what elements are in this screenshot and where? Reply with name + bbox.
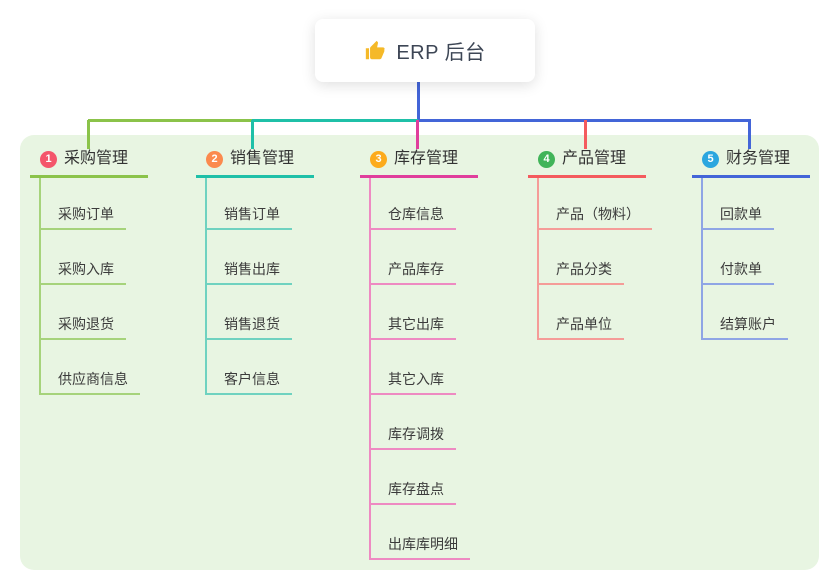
branch-title: 采购管理 bbox=[64, 150, 129, 167]
drop-connector-branch5 bbox=[748, 120, 751, 149]
child-node[interactable]: 库存调拨 bbox=[369, 427, 456, 450]
branch-title: 财务管理 bbox=[726, 150, 791, 167]
drop-connector-branch1 bbox=[87, 120, 90, 149]
child-node[interactable]: 产品（物料） bbox=[537, 207, 652, 230]
branch-badge: 3 bbox=[370, 150, 387, 168]
branch-title: 产品管理 bbox=[562, 150, 627, 167]
child-node[interactable]: 结算账户 bbox=[701, 317, 788, 340]
child-node[interactable]: 供应商信息 bbox=[39, 372, 140, 395]
child-node[interactable]: 其它入库 bbox=[369, 372, 456, 395]
branch-trunk-connector bbox=[537, 176, 539, 340]
branch-header-purchase[interactable]: 1 采购管理 bbox=[30, 149, 148, 178]
child-node[interactable]: 采购退货 bbox=[39, 317, 126, 340]
child-node[interactable]: 其它出库 bbox=[369, 317, 456, 340]
child-node[interactable]: 采购订单 bbox=[39, 207, 126, 230]
branch-badge: 4 bbox=[538, 150, 555, 168]
branch-badge: 1 bbox=[40, 150, 57, 168]
child-node[interactable]: 销售出库 bbox=[205, 262, 292, 285]
child-node[interactable]: 采购入库 bbox=[39, 262, 126, 285]
root-stem-connector bbox=[417, 82, 420, 120]
branch-trunk-connector bbox=[39, 176, 41, 395]
bus-segment-branch2 bbox=[252, 119, 419, 122]
branch-header-sales[interactable]: 2 销售管理 bbox=[196, 149, 314, 178]
child-node[interactable]: 回款单 bbox=[701, 207, 774, 230]
child-node[interactable]: 产品单位 bbox=[537, 317, 624, 340]
branch-title: 库存管理 bbox=[394, 150, 459, 167]
root-label: ERP 后台 bbox=[396, 42, 486, 64]
child-node[interactable]: 出库库明细 bbox=[369, 537, 470, 560]
child-node[interactable]: 产品库存 bbox=[369, 262, 456, 285]
child-node[interactable]: 付款单 bbox=[701, 262, 774, 285]
branch-badge: 2 bbox=[206, 150, 223, 168]
branch-header-product[interactable]: 4 产品管理 bbox=[528, 149, 646, 178]
child-node[interactable]: 销售订单 bbox=[205, 207, 292, 230]
branch-trunk-connector bbox=[205, 176, 207, 395]
branch-header-finance[interactable]: 5 财务管理 bbox=[692, 149, 810, 178]
mindmap-canvas bbox=[20, 135, 819, 570]
bus-segment-branch1 bbox=[88, 119, 253, 122]
child-node[interactable]: 销售退货 bbox=[205, 317, 292, 340]
drop-connector-branch4 bbox=[584, 120, 587, 149]
child-node[interactable]: 客户信息 bbox=[205, 372, 292, 395]
branch-trunk-connector bbox=[701, 176, 703, 340]
child-node[interactable]: 仓库信息 bbox=[369, 207, 456, 230]
drop-connector-branch2 bbox=[251, 120, 254, 149]
branch-header-inventory[interactable]: 3 库存管理 bbox=[360, 149, 478, 178]
branch-badge: 5 bbox=[702, 150, 719, 168]
child-node[interactable]: 库存盘点 bbox=[369, 482, 456, 505]
branch-title: 销售管理 bbox=[230, 150, 295, 167]
root-node-erp[interactable]: ERP 后台 bbox=[315, 19, 535, 82]
drop-connector-branch3 bbox=[416, 120, 419, 149]
child-node[interactable]: 产品分类 bbox=[537, 262, 624, 285]
branch-trunk-connector bbox=[369, 176, 371, 560]
thumbs-up-icon bbox=[366, 40, 386, 59]
